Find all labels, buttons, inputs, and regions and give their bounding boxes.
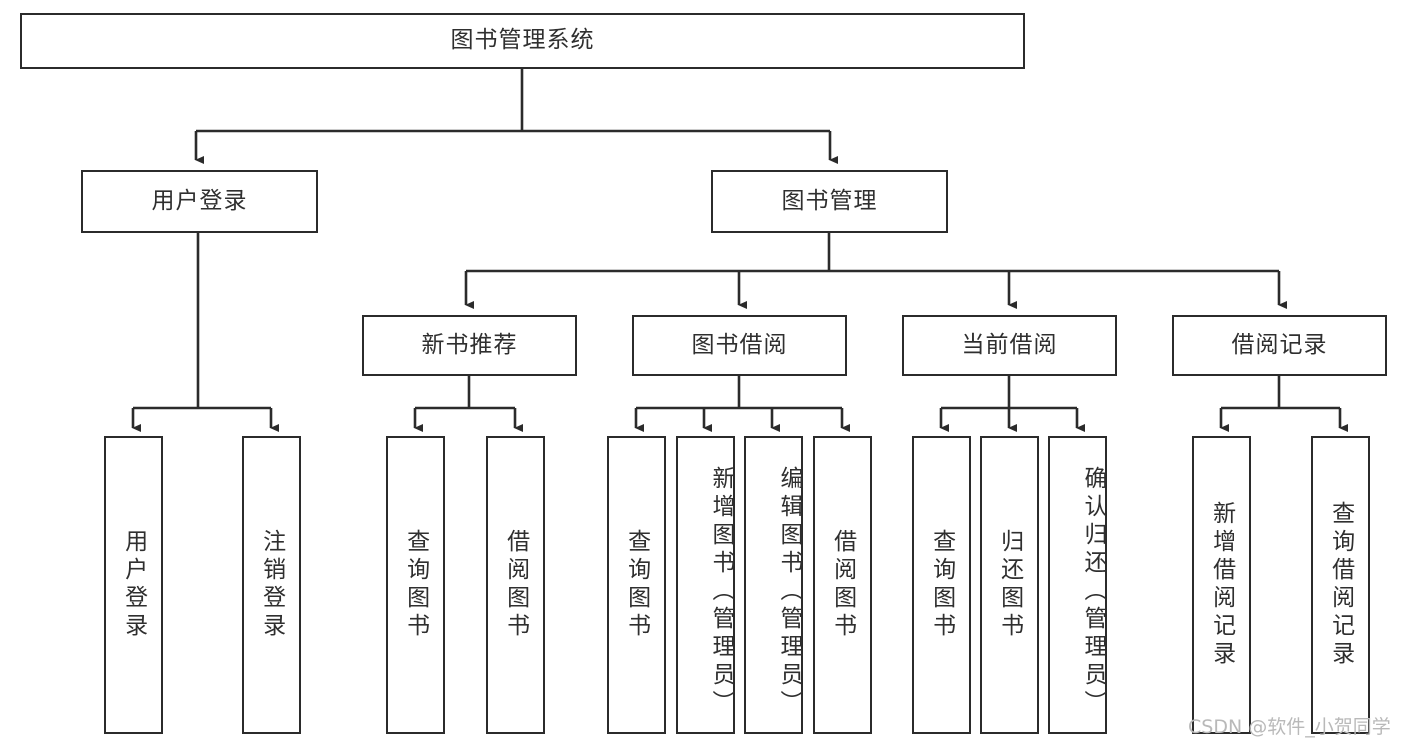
leaf-borrow-edit-book-admin[interactable]: 编辑图书（管理员） [744,436,803,734]
leaf-user-login-login[interactable]: 用户登录 [104,436,163,734]
leaf-current-confirm-return-admin[interactable]: 确认归还（管理员） [1048,436,1107,734]
leaf-user-login-logout[interactable]: 注销登录 [242,436,301,734]
leaf-new-book-borrow[interactable]: 借阅图书 [486,436,545,734]
node-new-book-recommend[interactable]: 新书推荐 [362,315,577,376]
leaf-borrow-borrow-book[interactable]: 借阅图书 [813,436,872,734]
leaf-borrow-query-book[interactable]: 查询图书 [607,436,666,734]
node-book-borrow[interactable]: 图书借阅 [632,315,847,376]
leaf-borrow-add-book-admin[interactable]: 新增图书（管理员） [676,436,735,734]
leaf-record-add-record[interactable]: 新增借阅记录 [1192,436,1251,734]
node-borrow-record[interactable]: 借阅记录 [1172,315,1387,376]
node-current-borrow[interactable]: 当前借阅 [902,315,1117,376]
node-book-management[interactable]: 图书管理 [711,170,948,233]
leaf-current-return-book[interactable]: 归还图书 [980,436,1039,734]
node-root-system[interactable]: 图书管理系统 [20,13,1025,69]
leaf-record-query-record[interactable]: 查询借阅记录 [1311,436,1370,734]
csdn-watermark: CSDN @软件_小贺同学 [1188,716,1391,738]
leaf-new-book-query[interactable]: 查询图书 [386,436,445,734]
node-user-login[interactable]: 用户登录 [81,170,318,233]
leaf-current-query-book[interactable]: 查询图书 [912,436,971,734]
